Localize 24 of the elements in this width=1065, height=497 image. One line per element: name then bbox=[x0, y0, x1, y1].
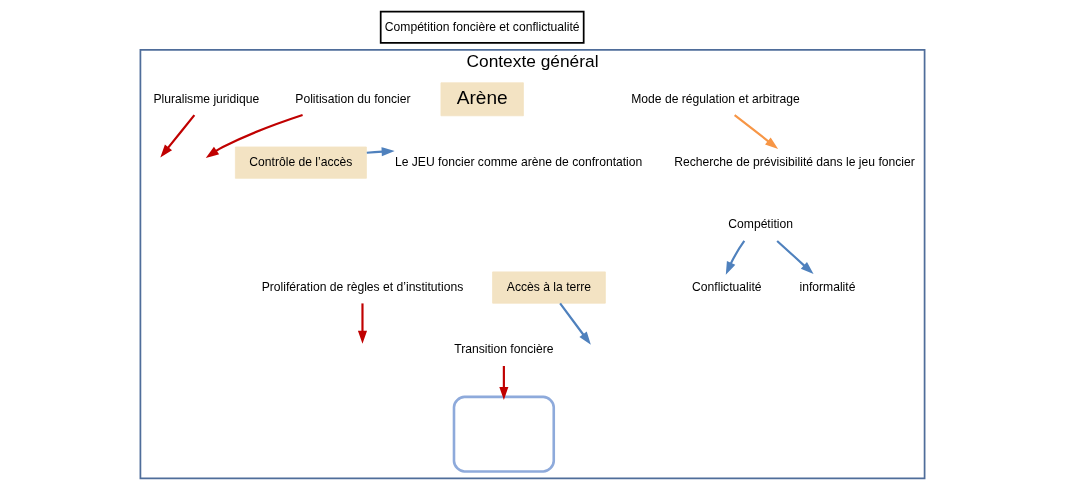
node-box: Accès à la terre bbox=[492, 271, 606, 304]
node-text: Pluralisme juridique bbox=[153, 91, 260, 106]
arrow bbox=[160, 114, 196, 158]
arrow bbox=[357, 303, 368, 344]
arrow bbox=[733, 114, 779, 149]
node-text: Prolifération de règles et d’institutions bbox=[261, 279, 464, 294]
arrow bbox=[559, 302, 591, 345]
arrow bbox=[366, 147, 395, 157]
arrow bbox=[776, 240, 814, 275]
node-text: Mode de régulation et arbitrage bbox=[631, 91, 800, 106]
node-text: Politisation du foncier bbox=[295, 91, 411, 106]
node-text: Recherche de prévisibilité dans le jeu foncier bbox=[674, 154, 915, 169]
arrow bbox=[725, 240, 746, 275]
node-box: Arène bbox=[440, 82, 524, 117]
node-text: Le JEU foncier comme arène de confrontation bbox=[394, 154, 643, 169]
node-box: Compétition foncière et conflictualité bbox=[379, 10, 585, 44]
node-text: Transition foncière bbox=[454, 342, 554, 357]
arrow bbox=[499, 365, 509, 400]
node-box bbox=[452, 395, 556, 473]
node-text: informalité bbox=[799, 279, 856, 294]
node-box: Contrôle de l’accès bbox=[234, 146, 367, 179]
node-text: Compétition bbox=[728, 217, 793, 232]
node-text: Conflictualité bbox=[692, 279, 762, 294]
arrow bbox=[205, 113, 303, 158]
